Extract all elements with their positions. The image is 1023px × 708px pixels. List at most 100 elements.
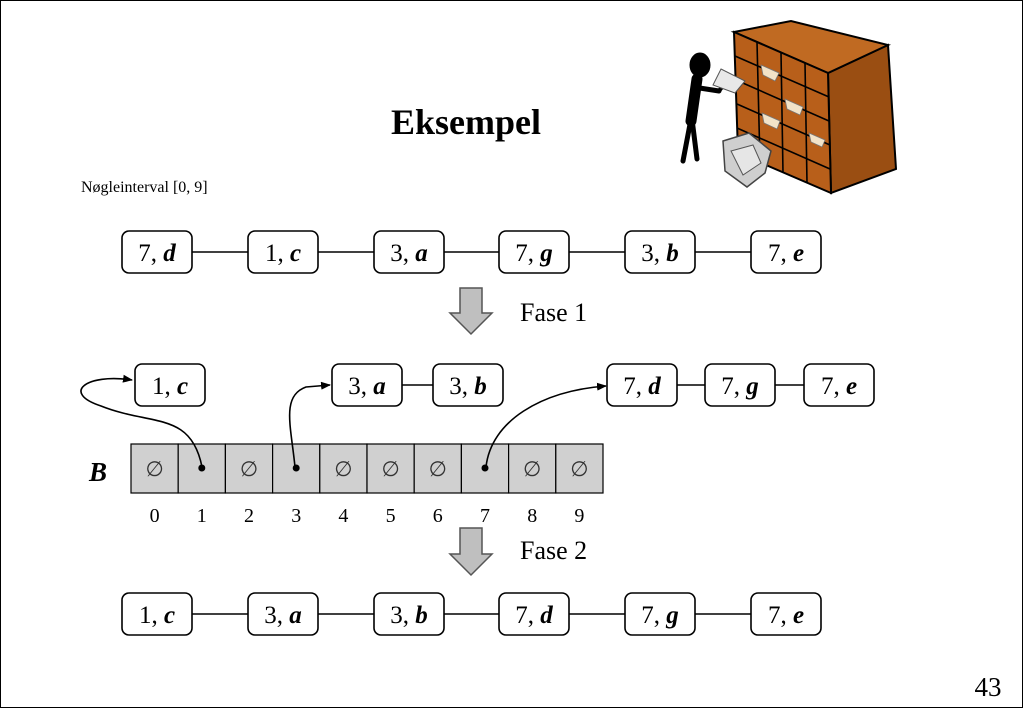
input-node: 1, c xyxy=(247,230,319,274)
bucket-7-node: 7, g xyxy=(704,363,776,407)
pointer-dot xyxy=(292,464,300,472)
bucket-7-node-separator: , xyxy=(636,373,649,400)
empty-set-symbol: ∅ xyxy=(381,457,399,481)
input-node-separator: , xyxy=(528,240,541,267)
bucket-7-node-label: 7, e xyxy=(821,373,857,400)
bucket-array-label: B xyxy=(88,457,107,487)
input-node-separator: , xyxy=(654,240,667,267)
input-node: 3, a xyxy=(373,230,445,274)
bucket-index-label: 5 xyxy=(386,505,396,527)
filing-cabinet-clipart xyxy=(680,19,898,195)
phase2-label: Fase 2 xyxy=(520,536,587,565)
output-node-element: g xyxy=(665,602,679,629)
input-node-label: 7, e xyxy=(768,240,804,267)
bucket-index-label: 9 xyxy=(574,505,584,527)
bucket-3-node-separator: , xyxy=(361,373,374,400)
input-node-box xyxy=(121,230,193,274)
output-node-label: 3, b xyxy=(390,602,428,629)
bucket-1-node: 1, c xyxy=(134,363,206,407)
empty-set-symbol: ∅ xyxy=(523,457,541,481)
input-node: 7, g xyxy=(498,230,570,274)
output-node-element: c xyxy=(164,602,175,629)
output-node-separator: , xyxy=(151,602,164,629)
input-node-key: 7 xyxy=(515,240,528,267)
bucket-7-node-separator: , xyxy=(833,373,846,400)
bucket-pointers xyxy=(80,374,607,468)
empty-set-symbol: ∅ xyxy=(240,457,258,481)
input-node-label: 3, b xyxy=(641,240,679,267)
output-node-box xyxy=(373,592,445,636)
output-node-element: a xyxy=(289,602,302,629)
bucket-7-node-box xyxy=(803,363,875,407)
output-node-element: e xyxy=(793,602,804,629)
output-node-separator: , xyxy=(780,602,793,629)
bucket-cell xyxy=(555,443,604,494)
output-node-key: 7 xyxy=(768,602,781,629)
output-node-label: 1, c xyxy=(139,602,175,629)
bucket-7-node-key: 7 xyxy=(721,373,734,400)
empty-set-symbol: ∅ xyxy=(145,457,163,481)
input-node-element: a xyxy=(415,240,428,267)
input-node-element: g xyxy=(539,240,553,267)
bucket-cell xyxy=(508,443,557,494)
bucket-3-node-key: 3 xyxy=(449,373,462,400)
output-node-key: 7 xyxy=(515,602,528,629)
pointer-dot xyxy=(481,464,489,472)
output-node-key: 3 xyxy=(390,602,403,629)
input-node-key: 1 xyxy=(265,240,278,267)
input-node-key: 3 xyxy=(390,240,403,267)
bucket-7-pointer xyxy=(485,382,607,468)
input-node-box xyxy=(750,230,822,274)
bucket-7-node-key: 7 xyxy=(623,373,636,400)
output-node-separator: , xyxy=(528,602,541,629)
empty-set-symbol: ∅ xyxy=(334,457,352,481)
phase1-label: Fase 1 xyxy=(520,298,587,327)
input-node-separator: , xyxy=(403,240,416,267)
bucket-3-node-key: 3 xyxy=(348,373,361,400)
output-node-label: 7, e xyxy=(768,602,804,629)
output-node: 7, g xyxy=(624,592,696,636)
output-node-box xyxy=(247,592,319,636)
bucket-3-node-separator: , xyxy=(462,373,475,400)
input-node-separator: , xyxy=(151,240,164,267)
bucket-cell xyxy=(319,443,368,494)
input-node-key: 7 xyxy=(768,240,781,267)
bucket-cell xyxy=(366,443,415,494)
input-node-key: 7 xyxy=(138,240,151,267)
bucket-3-node-element: b xyxy=(474,373,487,400)
output-node-label: 3, a xyxy=(264,602,302,629)
bucket-7-node: 7, d xyxy=(606,363,678,407)
empty-set-symbol: ∅ xyxy=(429,457,447,481)
empty-set-symbol: ∅ xyxy=(570,457,588,481)
bucket-1-pointer xyxy=(80,374,203,468)
page-number: 43 xyxy=(975,672,1002,702)
output-node-label: 7, d xyxy=(515,602,553,629)
pointer-dot xyxy=(198,464,206,472)
bucket-1-node-element: c xyxy=(177,373,188,400)
bucket-3-node-element: a xyxy=(373,373,386,400)
bucket-7-node-separator: , xyxy=(734,373,747,400)
input-sequence: 7, d 1, c 3, a 7, g 3, b 7, e xyxy=(121,230,822,274)
bucket-7-node-element: e xyxy=(846,373,857,400)
output-node-key: 1 xyxy=(139,602,152,629)
input-node-label: 3, a xyxy=(390,240,428,267)
key-interval-label: Nøgleinterval [0, 9] xyxy=(81,179,208,196)
bucket-7-node-label: 7, g xyxy=(721,373,759,400)
output-node: 7, d xyxy=(498,592,570,636)
output-node-separator: , xyxy=(403,602,416,629)
input-node-box xyxy=(373,230,445,274)
bucket-1-node-label: 1, c xyxy=(152,373,188,400)
input-node-key: 3 xyxy=(641,240,654,267)
output-node: 7, e xyxy=(750,592,822,636)
output-node-separator: , xyxy=(654,602,667,629)
bucket-3-node: 3, b xyxy=(432,363,504,407)
input-node-label: 7, d xyxy=(138,240,176,267)
bucket-3-node-box xyxy=(432,363,504,407)
bucket-7-node-box xyxy=(704,363,776,407)
output-node-box xyxy=(750,592,822,636)
phase1-down-arrow xyxy=(448,287,494,336)
output-node-element: b xyxy=(415,602,428,629)
